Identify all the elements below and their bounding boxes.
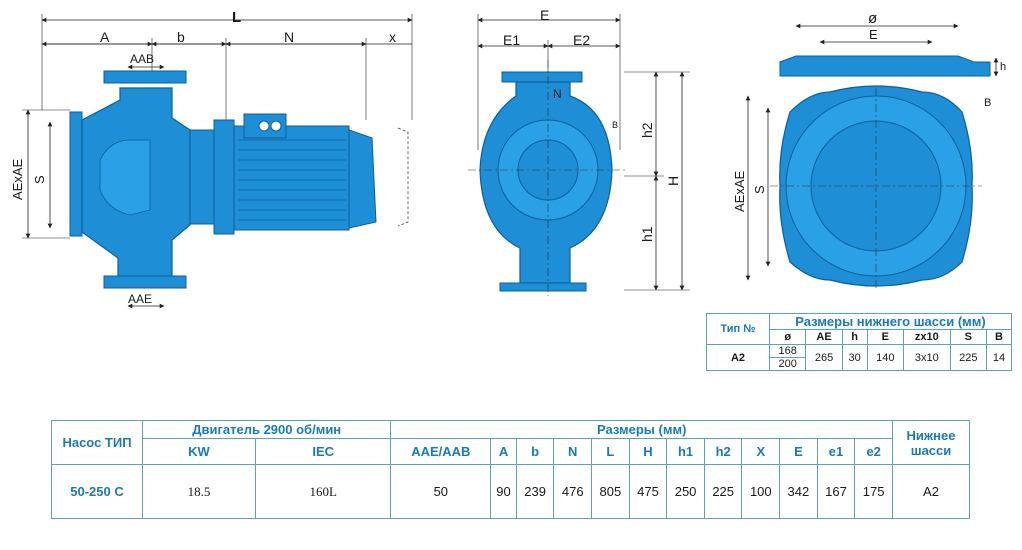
cell-n: 476	[553, 464, 593, 519]
chassis-table: Тип № Размеры нижнего шасси (мм) ø AE h …	[706, 313, 1012, 371]
label-A: A	[100, 29, 110, 45]
pump-drawings: L A b N x AAB AAE AExAE S	[10, 7, 1006, 309]
chassis-col-h: h	[841, 329, 868, 345]
motor-header: Двигатель 2900 об/мин	[141, 420, 392, 439]
label-S-right: S	[752, 185, 767, 194]
chassis-cell-b: 14	[986, 344, 1012, 371]
chassis-row-type: A2	[706, 344, 770, 371]
chassis-col-e: E	[866, 329, 904, 345]
cell-aae-aab: 50	[390, 464, 492, 519]
cell-x: 100	[741, 464, 781, 519]
col-e2: e2	[854, 438, 893, 465]
label-E2: E2	[573, 32, 590, 48]
label-h2: h2	[639, 122, 655, 138]
label-S-left: S	[32, 175, 47, 184]
col-b: b	[515, 438, 555, 465]
col-a: A	[490, 438, 517, 465]
cell-a: 90	[490, 464, 517, 519]
label-AAB: AAB	[130, 52, 154, 66]
cell-e2: 175	[854, 464, 893, 519]
col-e: E	[779, 438, 818, 465]
chassis-phi-1: 168	[770, 345, 806, 358]
col-l: L	[591, 438, 630, 465]
cell-chassis: A2	[892, 464, 970, 519]
label-x: x	[389, 29, 396, 45]
cell-kw: 18.5	[142, 464, 256, 519]
chassis-header: Нижнее шасси	[892, 420, 970, 465]
label-N: N	[284, 29, 294, 45]
pump-spec-table: Насос ТИП Двигатель 2900 об/мин Размеры …	[51, 420, 970, 519]
label-B-right: B	[984, 97, 991, 109]
dimensions-header: Размеры (мм)	[390, 420, 893, 439]
cell-h: 475	[628, 464, 668, 519]
chassis-phi-2: 200	[778, 358, 797, 370]
chassis-col-phi: ø	[768, 329, 807, 345]
label-AExAE-right: AExAE	[732, 170, 747, 212]
col-kw: KW	[142, 438, 256, 465]
base-view: ø E h AExAE S B	[732, 10, 1006, 288]
chassis-cell-zx10: 3x10	[902, 344, 951, 371]
label-b: b	[177, 29, 185, 45]
chassis-cell-s: 225	[949, 344, 988, 371]
cell-iec: 160L	[254, 464, 392, 519]
col-aae-aab: AAE/AAB	[390, 438, 492, 465]
cell-h2: 225	[703, 464, 743, 519]
label-h-small: h	[1000, 61, 1006, 73]
chassis-col-b: B	[986, 329, 1012, 345]
col-h2: h2	[703, 438, 743, 465]
side-view: L A b N x AAB AAE AExAE S	[10, 9, 413, 309]
label-L: L	[232, 9, 241, 26]
row-pump-type: 50-250 C	[51, 464, 143, 519]
label-E1: E1	[503, 32, 520, 48]
label-h1: h1	[639, 226, 655, 242]
col-h: H	[628, 438, 668, 465]
pump-type-header: Насос ТИП	[51, 420, 143, 465]
cell-e: 342	[779, 464, 818, 519]
front-view: E E1 E2 h2 h1 H N B	[468, 7, 690, 296]
col-e1: e1	[816, 438, 856, 465]
col-h1: h1	[666, 438, 705, 465]
label-E-top: E	[869, 27, 878, 42]
cell-h1: 250	[666, 464, 705, 519]
chassis-cell-e: 140	[866, 344, 904, 371]
chassis-col-ae: AE	[805, 329, 843, 345]
chassis-col-s: S	[949, 329, 988, 345]
chassis-group-header: Размеры нижнего шасси (мм)	[769, 313, 1012, 330]
label-AAE: AAE	[128, 292, 152, 306]
chassis-cell-ae: 265	[805, 344, 843, 371]
cell-b: 239	[515, 464, 555, 519]
label-E-front: E	[540, 7, 549, 23]
chassis-type-header: Тип №	[706, 313, 770, 345]
chassis-cell-h: 30	[841, 344, 868, 371]
col-iec: IEC	[254, 438, 392, 465]
label-N-mark: N	[553, 87, 562, 101]
col-x: X	[741, 438, 781, 465]
label-phi: ø	[868, 10, 877, 27]
chassis-cell-phi: 168 200	[768, 344, 807, 371]
label-AExAE-left: AExAE	[10, 158, 25, 200]
col-n: N	[553, 438, 593, 465]
chassis-col-zx10: zx10	[902, 329, 951, 345]
cell-l: 805	[591, 464, 630, 519]
label-B-small: B	[612, 120, 618, 130]
label-H: H	[665, 176, 681, 186]
cell-e1: 167	[816, 464, 856, 519]
